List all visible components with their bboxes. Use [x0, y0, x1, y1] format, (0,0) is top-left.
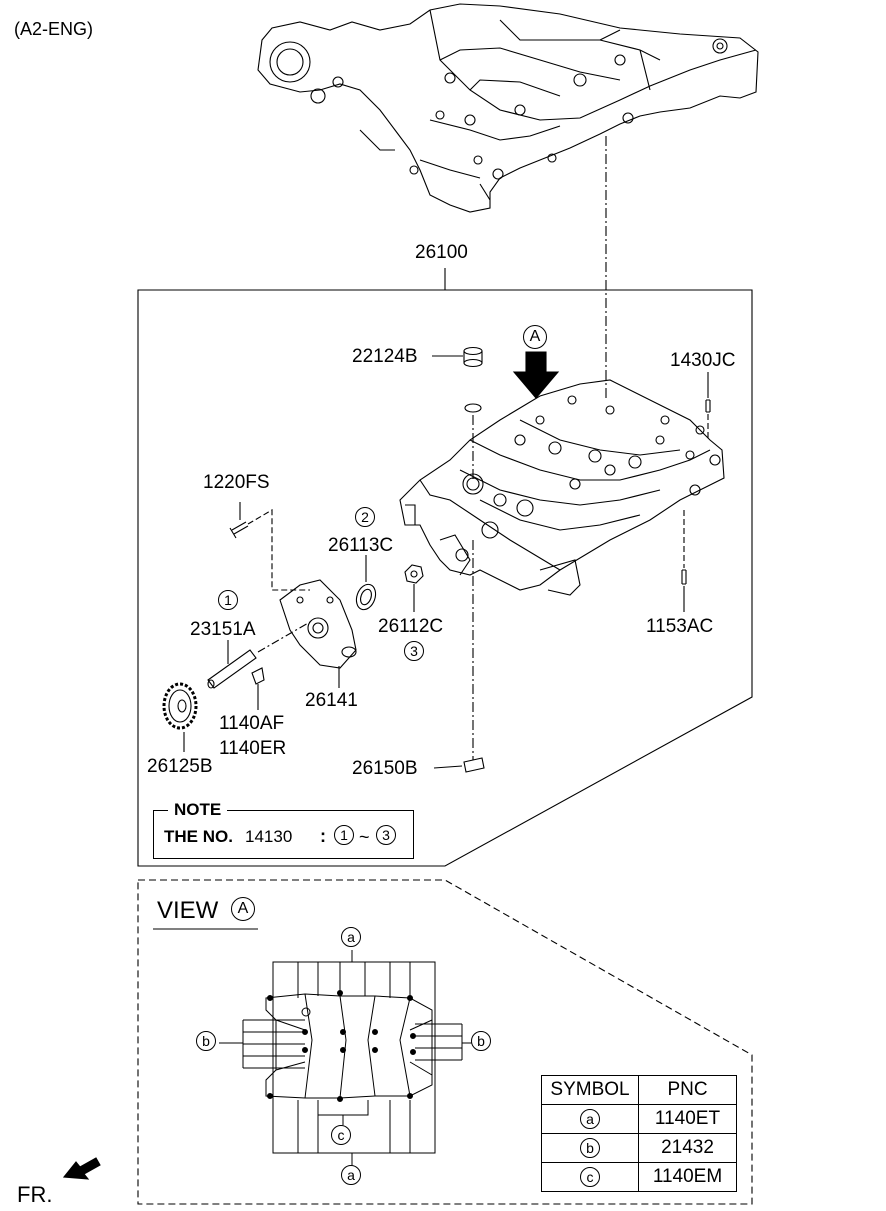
callout-2[interactable]: 2	[355, 507, 375, 527]
part-label-26125B[interactable]: 26125B	[147, 756, 213, 777]
header-symbol: SYMBOL	[541, 1075, 639, 1105]
pnc-cell[interactable]: 21432	[638, 1133, 737, 1163]
view-a-title-marker: A	[231, 897, 255, 921]
nut-26112C	[404, 564, 424, 612]
part-label-22124B[interactable]: 22124B	[352, 346, 418, 367]
part-label-1220FS[interactable]: 1220FS	[203, 472, 270, 493]
symbol-a: a	[580, 1108, 600, 1129]
symbol-cell: c	[541, 1162, 639, 1192]
shaft-23151A	[207, 621, 311, 689]
pnc-cell[interactable]: 1140EM	[638, 1162, 737, 1192]
part-label-26100[interactable]: 26100	[415, 242, 468, 263]
symbol-b: b	[580, 1137, 600, 1158]
view-a-callout[interactable]: A	[523, 325, 547, 349]
view-a-plan	[219, 950, 472, 1165]
callout-1[interactable]: 1	[218, 590, 238, 610]
part-label-23151A[interactable]: 23151A	[190, 619, 256, 640]
front-direction-arrow	[62, 1157, 101, 1180]
sprocket-26125B	[162, 682, 198, 752]
note-to-callout: 3	[376, 825, 396, 845]
assembly-frame	[137, 289, 753, 867]
seal-26113C	[355, 555, 377, 611]
sleeve-22124B	[463, 346, 483, 480]
front-direction-label: FR.	[17, 1182, 53, 1207]
plug-26150B	[463, 757, 485, 773]
symbol-pnc-table: SYMBOL PNC a 1140ET b 21432 c 1140EM	[541, 1075, 737, 1192]
part-label-26141[interactable]: 26141	[305, 690, 358, 711]
symbol-c[interactable]: c	[331, 1125, 351, 1145]
note-separator: :	[320, 826, 326, 846]
callout-3[interactable]: 3	[404, 641, 424, 661]
part-label-1140ER[interactable]: 1140ER	[219, 738, 287, 759]
note-number: 14130	[245, 827, 293, 846]
part-label-26150B[interactable]: 26150B	[352, 758, 418, 779]
note-tilde: ~	[359, 827, 370, 847]
symbol-b-left[interactable]: b	[196, 1031, 216, 1051]
ladder-frame-drawing	[399, 379, 725, 596]
note-title: NOTE	[168, 800, 228, 820]
view-a-arrow	[512, 351, 560, 399]
symbol-a-top[interactable]: a	[341, 927, 361, 947]
table-row: c 1140EM	[541, 1162, 737, 1192]
symbol-a-bottom[interactable]: a	[341, 1165, 361, 1185]
symbol-cell: a	[541, 1104, 639, 1134]
view-a-frame	[137, 879, 753, 1205]
symbol-c: c	[580, 1166, 600, 1187]
header-pnc: PNC	[638, 1075, 737, 1105]
part-label-1140AF[interactable]: 1140AF	[219, 713, 285, 734]
symbol-b-right[interactable]: b	[471, 1031, 491, 1051]
note-from-callout: 1	[334, 825, 354, 845]
part-label-1430JC[interactable]: 1430JC	[670, 350, 736, 371]
oil-pump-26141	[279, 579, 357, 688]
table-row: b 21432	[541, 1133, 737, 1163]
table-header-row: SYMBOL PNC	[541, 1075, 737, 1105]
table-row: a 1140ET	[541, 1104, 737, 1134]
engine-code-label: (A2-ENG)	[14, 19, 94, 39]
note-text: THE NO.	[164, 827, 233, 846]
note-box: NOTE THE NO. 14130 : 1 ~ 3	[153, 800, 414, 859]
part-label-26113C[interactable]: 26113C	[328, 535, 394, 556]
view-a-title: VIEW	[157, 897, 219, 924]
symbol-cell: b	[541, 1133, 639, 1163]
part-label-26112C[interactable]: 26112C	[378, 616, 444, 637]
pnc-cell[interactable]: 1140ET	[638, 1104, 737, 1134]
part-label-1153AC[interactable]: 1153AC	[646, 616, 714, 637]
engine-block-drawing	[257, 3, 759, 213]
